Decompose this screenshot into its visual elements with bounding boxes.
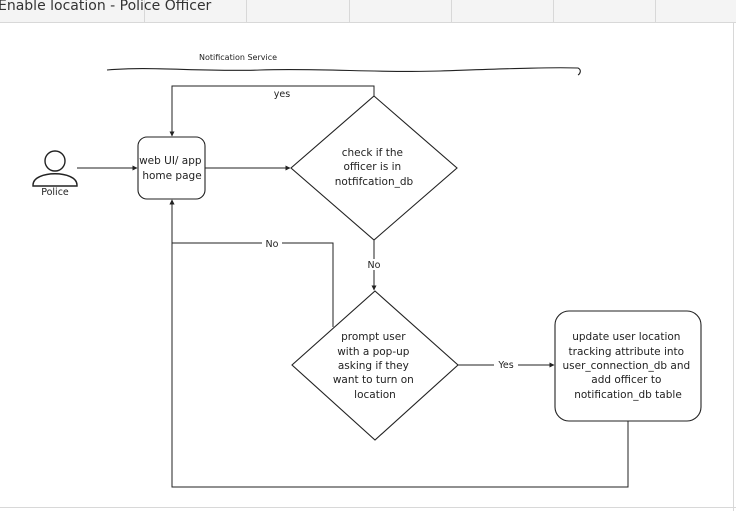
edge-label-yes: yes (274, 89, 290, 100)
home-line-2: home page (142, 170, 201, 182)
swimlane-line (106, 67, 581, 76)
grid-line (246, 0, 247, 22)
actor-label: Police (41, 187, 69, 198)
canvas-right-border (733, 22, 734, 511)
edge-label-check-no: No (368, 260, 381, 271)
grid-line (144, 0, 145, 22)
edge-label-bg (262, 238, 282, 249)
edge-update-to-home (169, 199, 629, 488)
title-bar: Enable location - Police Officer (0, 0, 736, 23)
prompt-line-1: prompt user (341, 331, 406, 343)
canvas-bottom-border (0, 507, 736, 508)
update-line-4: add officer to (591, 374, 661, 386)
check-line-1: check if the (342, 147, 403, 159)
prompt-line-3: asking if they (338, 360, 409, 372)
prompt-node-label: prompt user with a pop-up asking if they… (333, 331, 417, 401)
home-line-1: web UI/ app (139, 155, 202, 167)
check-line-3: notfifcation_db (335, 176, 414, 188)
flowchart-canvas[interactable]: Notification Service Police web UI/ app … (0, 22, 736, 511)
prompt-line-4: want to turn on (333, 374, 414, 386)
update-line-1: update user location (572, 331, 680, 343)
prompt-line-2: with a pop-up (337, 346, 410, 358)
edge-label-prompt-no: No (266, 239, 279, 250)
check-line-2: officer is in (343, 161, 401, 173)
edge-label-prompt-yes: Yes (497, 360, 513, 371)
prompt-line-5: location (354, 389, 396, 401)
edge-prompt-no (169, 199, 334, 327)
grid-line (553, 0, 554, 22)
update-line-5: notification_db table (574, 389, 682, 401)
grid-line (451, 0, 452, 22)
edge-label-bg (271, 88, 293, 99)
edge-label-bg (494, 359, 518, 370)
edge-check-yes (169, 85, 375, 137)
page-title: Enable location - Police Officer (0, 0, 212, 14)
update-line-2: tracking attribute into (569, 346, 685, 358)
prompt-decision-node[interactable] (291, 290, 459, 441)
update-line-3: user_connection_db and (562, 360, 690, 372)
home-node[interactable] (137, 136, 206, 200)
edge-label-bg (364, 259, 384, 270)
swimlane-label: Notification Service (199, 53, 277, 62)
person-icon (32, 150, 78, 187)
grid-line (349, 0, 350, 22)
update-node-label: update user location tracking attribute … (562, 331, 693, 401)
grid-line (655, 0, 656, 22)
check-node-label: check if the officer is in notfifcation_… (335, 147, 414, 188)
home-node-label: web UI/ app home page (139, 155, 205, 182)
